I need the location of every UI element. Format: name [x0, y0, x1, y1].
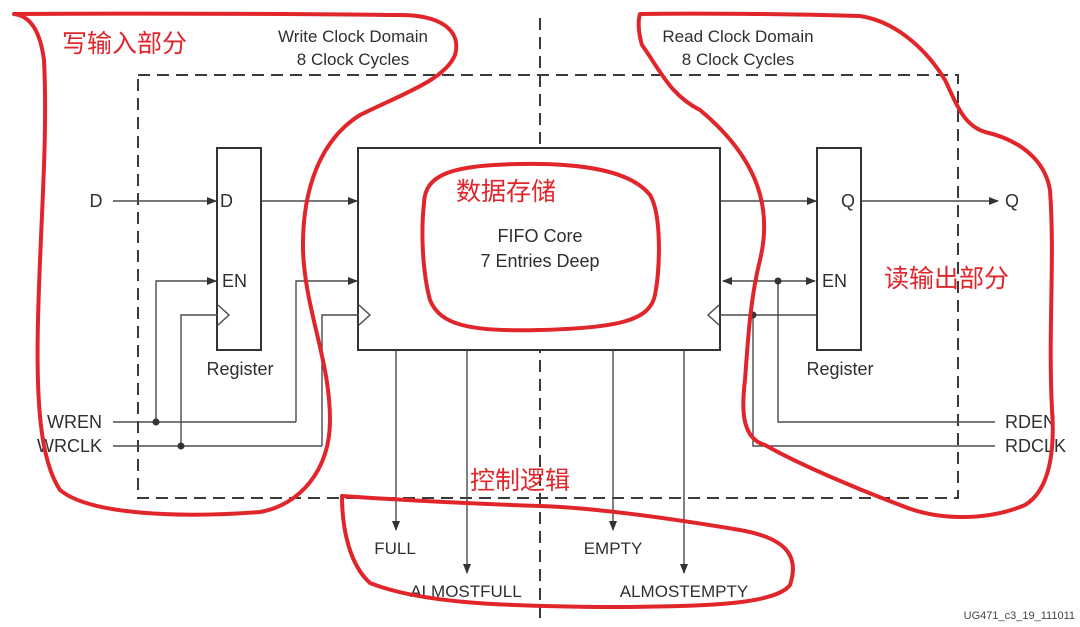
output-q-label: Q: [1005, 191, 1019, 211]
junction-rden: [774, 277, 782, 285]
fifo-core-subtitle: 7 Entries Deep: [480, 251, 599, 271]
input-rden-label: RDEN: [1005, 412, 1056, 432]
write-part-outline: [12, 11, 459, 517]
input-rdclk-label: RDCLK: [1005, 436, 1066, 456]
input-d-label: D: [90, 191, 103, 211]
wire-rdclk: [752, 315, 995, 447]
read-register-q-port: Q: [841, 191, 855, 211]
wire-wren-to-reg: [155, 277, 217, 422]
write-register-d-port: D: [220, 191, 233, 211]
write-domain-title: Write Clock Domain: [278, 27, 428, 46]
read-domain-subtitle: 8 Clock Cycles: [682, 50, 794, 69]
input-wrclk-label: WRCLK: [37, 436, 102, 456]
data-storage-outline: [420, 161, 661, 333]
fifo-write-clock-icon: [358, 304, 372, 326]
control-logic-outline: [340, 494, 795, 609]
read-register-label: Register: [806, 359, 873, 379]
write-register-box: [216, 147, 262, 351]
read-domain-title: Read Clock Domain: [662, 27, 813, 46]
wire-wren-to-fifo: [295, 277, 358, 422]
annotation-data-storage: 数据存储: [456, 177, 556, 206]
annotation-write-part: 写输入部分: [62, 29, 187, 58]
read-part-outline: [636, 11, 1055, 519]
write-register-label: Register: [206, 359, 273, 379]
input-wren-label: WREN: [47, 412, 102, 432]
flag-almostfull-label: ALMOSTFULL: [410, 582, 521, 601]
flag-full-label: FULL: [374, 539, 416, 558]
wire-rden: [777, 281, 995, 423]
fifo-core-title: FIFO Core: [497, 226, 582, 246]
wire-wrclk-to-reg: [180, 314, 218, 446]
read-register-box: [816, 147, 862, 351]
write-domain-subtitle: 8 Clock Cycles: [297, 50, 409, 69]
read-register-en-port: EN: [822, 271, 847, 291]
wire-wrclk-to-fifo: [321, 314, 359, 446]
junction-wrclk: [177, 442, 185, 450]
fifo-read-clock-icon: [706, 304, 720, 326]
figure-id: UG471_c3_19_111011: [964, 610, 1075, 622]
annotation-read-part: 读输出部分: [884, 264, 1009, 293]
junction-wren: [152, 418, 160, 426]
write-register-en-port: EN: [222, 271, 247, 291]
write-register-clock-icon: [217, 304, 231, 326]
annotation-control-logic: 控制逻辑: [470, 466, 570, 495]
flag-almostempty-label: ALMOSTEMPTY: [620, 582, 748, 601]
domain-boundary: [137, 74, 959, 499]
flag-empty-label: EMPTY: [584, 539, 643, 558]
